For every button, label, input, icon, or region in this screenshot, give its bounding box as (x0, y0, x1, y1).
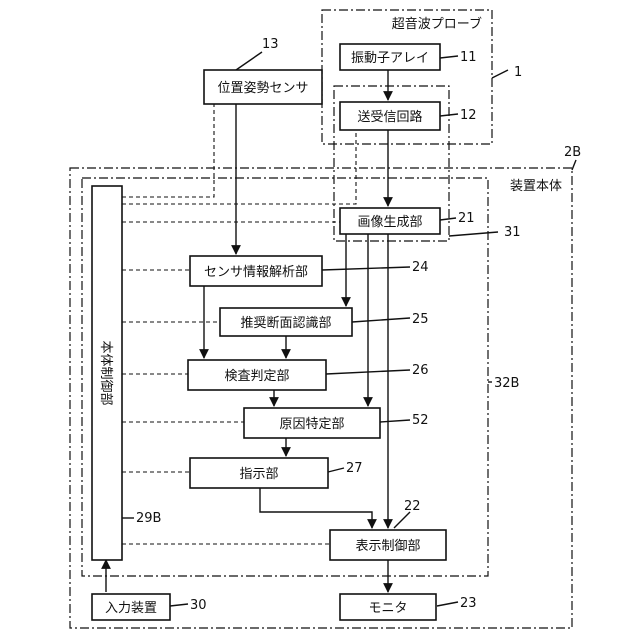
ref-27: 27 (346, 461, 363, 476)
ref-32b: 32B (494, 376, 519, 391)
ref-52: 52 (412, 413, 429, 428)
ref-13: 13 (262, 37, 279, 52)
control-line-tx-rx (122, 130, 356, 204)
ref-22: 22 (404, 499, 421, 514)
ref-29b: 29B (136, 511, 161, 526)
label-image-generator: 画像生成部 (357, 215, 422, 230)
box-sensor-analyzer: センサ情報解析部 (190, 256, 322, 286)
box-main-controller: 本体制御部 (92, 186, 122, 560)
label-monitor: モニタ (368, 601, 407, 616)
box-exam-judgment: 検査判定部 (188, 360, 326, 390)
control-line-position-sensor (122, 104, 214, 197)
box-recommended-plane: 推奨断面認識部 (220, 308, 352, 336)
label-main-controller: 本体制御部 (98, 340, 113, 405)
label-apparatus-region: 装置本体 (510, 179, 562, 194)
label-exam-judgment: 検査判定部 (224, 369, 289, 384)
ref-23: 23 (460, 596, 477, 611)
box-input-device: 入力装置 (92, 594, 170, 620)
box-transducer-array: 振動子アレイ (340, 44, 440, 70)
box-display-controller: 表示制御部 (330, 530, 446, 560)
label-recommended-plane: 推奨断面認識部 (240, 315, 331, 331)
ref-11: 11 (460, 50, 477, 65)
ref-25: 25 (412, 312, 429, 327)
label-tx-rx-circuit: 送受信回路 (357, 109, 422, 125)
ref-31: 31 (504, 225, 521, 240)
box-monitor: モニタ (340, 594, 436, 620)
apparatus-outline (70, 168, 572, 628)
label-display-controller: 表示制御部 (355, 539, 420, 554)
ref-26: 26 (412, 363, 429, 378)
ref-30: 30 (190, 598, 207, 613)
box-position-sensor: 位置姿勢センサ (204, 70, 322, 104)
box-tx-rx-circuit: 送受信回路 (340, 102, 440, 130)
box-cause-identifier: 原因特定部 (244, 408, 380, 438)
arrow-instruction-to-display (260, 488, 372, 528)
label-transducer-array: 振動子アレイ (351, 51, 429, 66)
label-instruction-unit: 指示部 (239, 467, 278, 482)
ref-1: 1 (514, 65, 522, 80)
ref-21: 21 (458, 211, 475, 226)
ref-24: 24 (412, 260, 429, 275)
ref-2b: 2B (564, 145, 581, 160)
box-instruction-unit: 指示部 (190, 458, 328, 488)
label-cause-identifier: 原因特定部 (279, 417, 344, 432)
label-position-sensor: 位置姿勢センサ (217, 80, 308, 96)
box-image-generator: 画像生成部 (340, 208, 440, 234)
label-probe-region: 超音波プローブ (392, 16, 482, 32)
label-input-device: 入力装置 (105, 601, 157, 616)
ref-12: 12 (460, 108, 477, 123)
label-sensor-analyzer: センサ情報解析部 (204, 265, 308, 280)
